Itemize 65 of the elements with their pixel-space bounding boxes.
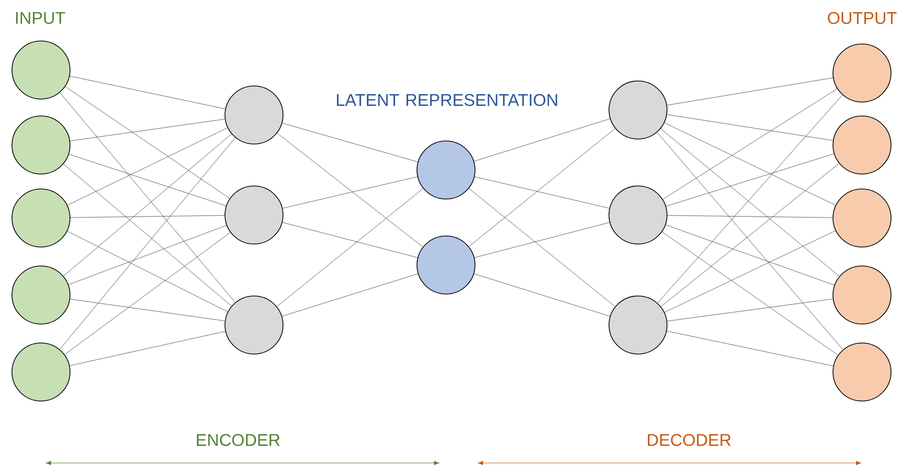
connection-line [67,231,228,312]
connection-line [474,222,610,258]
neuron-circle [608,186,668,244]
connection-line [664,230,836,313]
neuron-circle [832,266,892,324]
connection-line [474,176,610,208]
connection-line [70,298,226,322]
connection-line [660,163,840,307]
connection-line [662,232,838,356]
connection-line [60,92,236,303]
connection-line [664,122,836,206]
connection-line [282,122,418,162]
neuron-circle [416,236,476,294]
connection-line [276,188,424,307]
connection-line [67,128,228,206]
neuron-circle [12,266,70,324]
neuron-circle [224,296,284,354]
connection-line [60,137,236,350]
connection-line [474,274,610,316]
neuron-circle [832,116,892,174]
connection-line [276,132,424,248]
connection-line [657,94,843,304]
neuron-circle [832,44,892,102]
neuron-circle [12,188,70,248]
connection-line [468,188,616,307]
connection-line [660,128,840,276]
connection-line [666,154,834,206]
connection-line [666,224,835,286]
connection-line [70,215,225,218]
connection-line [64,232,231,355]
connection-line [70,118,226,142]
layer-label: ENCODER [196,434,280,446]
connection-line [68,154,226,206]
layer-label: INPUT [16,12,66,24]
neuron-circle [608,296,668,354]
connection-line [666,78,834,106]
connection-line [474,118,610,162]
neuron-circle [224,186,284,244]
connection-line [68,225,227,285]
connection-line [70,76,226,110]
connection-line [656,132,844,350]
layer-label: LATENT REPRESENTATION [336,94,558,106]
connection-line [282,222,418,258]
neuron-circle [12,116,70,174]
connection-line [468,128,616,247]
connection-line [666,298,834,322]
neuron-circle [12,40,70,100]
connection-line [282,176,418,208]
neuron-circle [832,342,892,402]
neuron-circle [832,188,892,248]
connection-line [282,274,418,316]
neuron-circle [224,86,284,144]
connection-line [662,88,838,200]
layer-label: OUTPUT [828,12,897,24]
connection-line [667,215,833,218]
connection-line [65,86,230,199]
neuron-circle [416,140,476,200]
connection-line [666,114,834,141]
connection-line [63,134,232,276]
neuron-circle [608,80,668,140]
connection-line [63,164,232,306]
connection-line [70,331,226,366]
layer-label: DECODER [648,434,731,446]
connection-line [666,330,834,366]
neuron-circle [12,342,70,402]
